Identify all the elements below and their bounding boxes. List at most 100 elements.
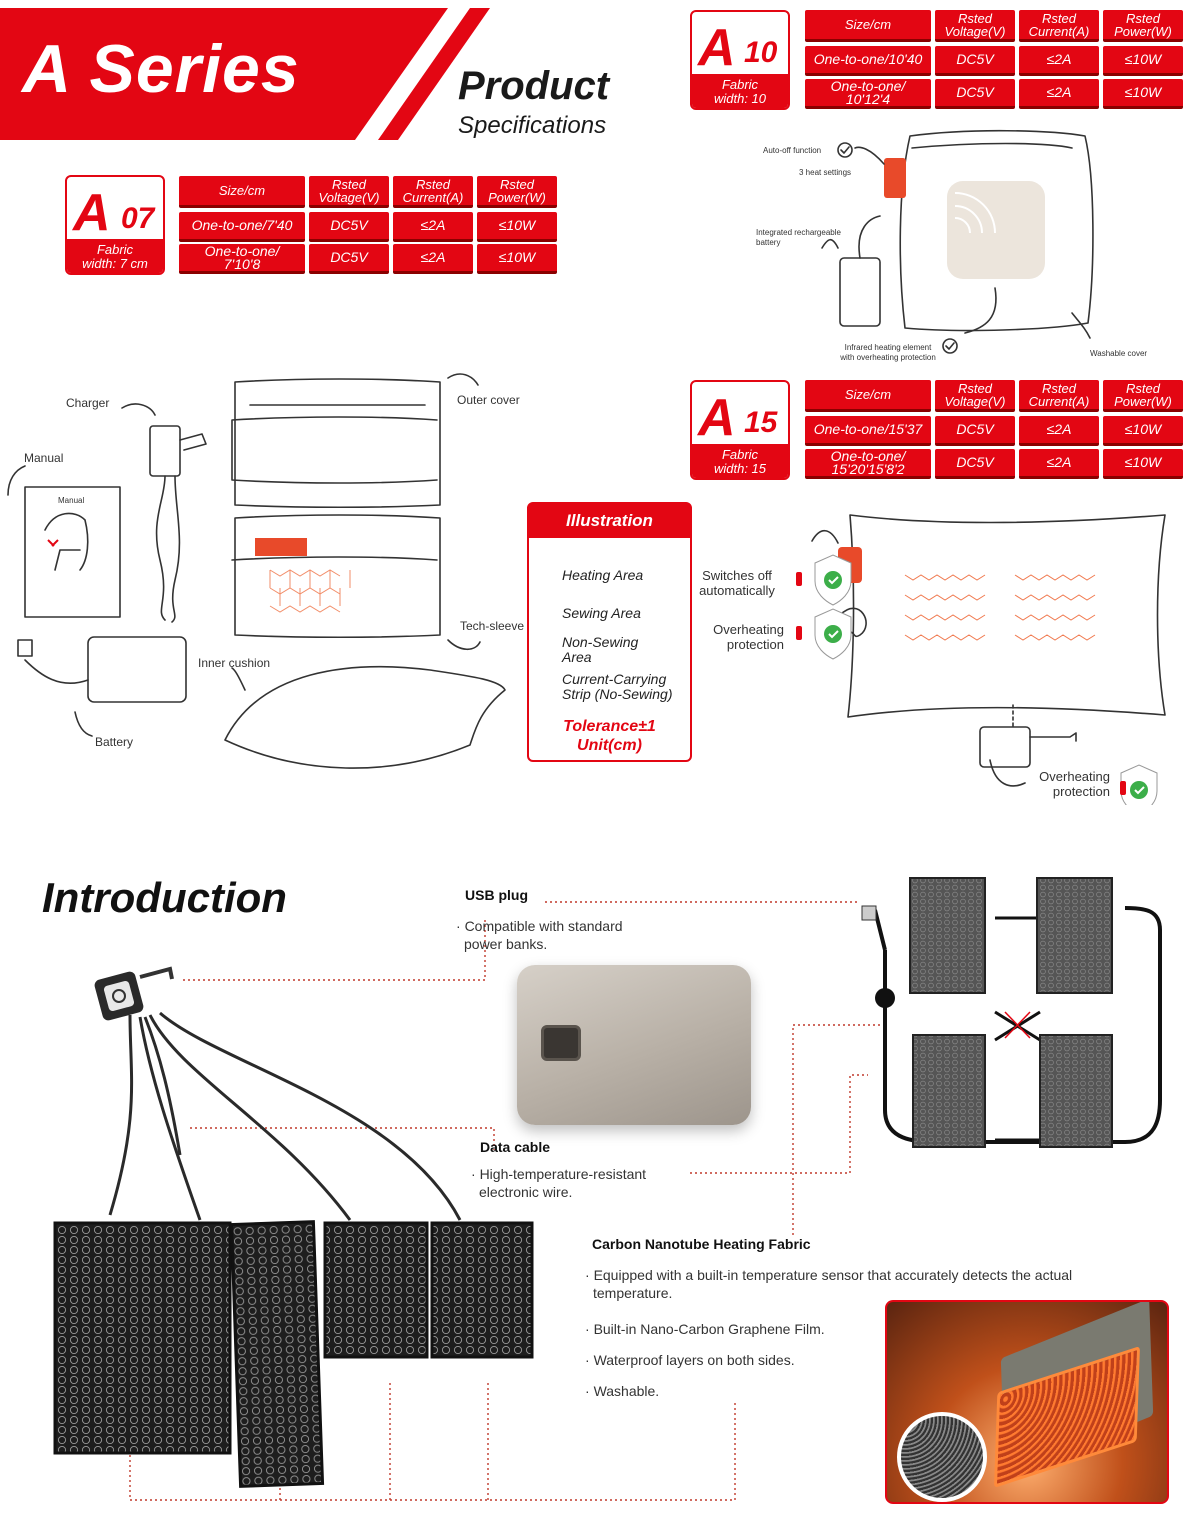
a15-row1-voltage: DC5V xyxy=(935,416,1015,446)
fabric-magnified-circle xyxy=(897,1412,987,1502)
switches-off-label: Switches off automatically xyxy=(699,568,775,598)
a10-row1-current: ≤2A xyxy=(1019,46,1099,76)
heating-pads-photo xyxy=(53,966,534,1488)
heat-settings-label: 3 heat settings xyxy=(799,168,852,177)
legend-current-strip: Current-Carrying Strip (No-Sewing) xyxy=(562,671,673,702)
a10-row2-voltage: DC5V xyxy=(935,79,1015,109)
a15-letter: A xyxy=(698,389,736,447)
data-cable-text: · High-temperature-resistant electronic … xyxy=(471,1166,647,1200)
a07-fabric-width: Fabric width: 7 cm xyxy=(67,239,163,273)
a10-letter: A xyxy=(698,19,736,77)
a10-header-current: Rsted Current(A) xyxy=(1019,10,1099,42)
legend-heating-area: Heating Area xyxy=(562,567,644,583)
tolerance-note: Tolerance±1 Unit(cm) xyxy=(563,718,656,754)
a07-header-size: Size/cm xyxy=(179,176,305,208)
a10-header-voltage: Rsted Voltage(V) xyxy=(935,10,1015,42)
a07-row1-size: One-to-one/7'40 xyxy=(179,212,305,242)
usb-plug-title: USB plug xyxy=(465,887,528,903)
legend-non-sewing-area: Non-Sewing Area xyxy=(562,634,639,665)
fabric-point-3-text: Waterproof layers on both sides. xyxy=(593,1352,795,1368)
legend-sewing-area: Sewing Area xyxy=(562,605,641,621)
fabric-point-4: · Washable. xyxy=(585,1383,660,1399)
a07-row2-current: ≤2A xyxy=(393,244,473,274)
a15-header-current: Rsted Current(A) xyxy=(1019,380,1099,412)
a07-badge: A 07 Fabric width: 7 cm xyxy=(65,175,165,275)
tech-sleeve-label: Tech-sleeve xyxy=(460,619,525,633)
a15-badge: A 15 Fabric width: 15 cm xyxy=(690,380,790,480)
illustration-title: Illustration xyxy=(529,504,690,538)
fabric-point-1: · Equipped with a built-in temperature s… xyxy=(585,1267,1073,1301)
a07-header-current: Rsted Current(A) xyxy=(393,176,473,208)
a15-number: 15 xyxy=(744,406,778,439)
a10-row2-power: ≤10W xyxy=(1103,79,1183,109)
a15-fabric-width: Fabric width: 15 cm xyxy=(692,444,788,478)
a15-row2-power: ≤10W xyxy=(1103,449,1183,479)
fabric-title: Carbon Nanotube Heating Fabric xyxy=(592,1236,811,1252)
manual-label: Manual xyxy=(24,451,64,465)
overheating-label-2: Overheating protection xyxy=(1039,769,1110,799)
a07-letter: A xyxy=(73,184,111,242)
a15-row2-size: One-to-one/ 15'20'15'8'2 xyxy=(805,449,931,479)
a10-badge: A 10 Fabric width: 10 cm xyxy=(690,10,790,110)
a15-row2-voltage: DC5V xyxy=(935,449,1015,479)
a10-number: 10 xyxy=(744,36,778,69)
a15-pillow-diagram xyxy=(796,514,1166,805)
a10-row1-size: One-to-one/10'40 xyxy=(805,46,931,76)
specifications-subtitle: Specifications xyxy=(458,112,607,139)
washable-cover-label: Washable cover xyxy=(1090,349,1148,358)
a15-header-power: Rsted Power(W) xyxy=(1103,380,1183,412)
a07-row2-size: One-to-one/ 7'10'8 xyxy=(179,244,305,274)
a07-number: 07 xyxy=(121,202,155,235)
charger-label: Charger xyxy=(66,396,110,410)
a15-row1-power: ≤10W xyxy=(1103,416,1183,446)
kit-diagram xyxy=(7,373,506,769)
usb-plug-text: · Compatible with standard power banks. xyxy=(456,918,623,952)
a10-row2-size: One-to-one/ 10'12'4 xyxy=(805,79,931,109)
a10-row2-current: ≤2A xyxy=(1019,79,1099,109)
a10-pillow-diagram xyxy=(821,129,1094,354)
a15-row1-current: ≤2A xyxy=(1019,416,1099,446)
data-cable-title: Data cable xyxy=(480,1139,551,1155)
series-title: A Series xyxy=(22,31,300,107)
a07-row1-current: ≤2A xyxy=(393,212,473,242)
a07-header-voltage: Rsted Voltage(V) xyxy=(309,176,389,208)
data-cable-desc: High-temperature-resistant electronic wi… xyxy=(479,1166,647,1200)
overheating-label-1: Overheating protection xyxy=(713,622,784,652)
fabric-closeup-photo xyxy=(885,1300,1169,1504)
fabric-point-4-text: Washable. xyxy=(593,1383,660,1399)
a10-row1-power: ≤10W xyxy=(1103,46,1183,76)
inner-cushion-label: Inner cushion xyxy=(198,656,271,670)
a10-header-size: Size/cm xyxy=(805,10,931,42)
outer-cover-label: Outer cover xyxy=(457,393,520,407)
a10-row1-voltage: DC5V xyxy=(935,46,1015,76)
a15-header-voltage: Rsted Voltage(V) xyxy=(935,380,1015,412)
a15-header-size: Size/cm xyxy=(805,380,931,412)
a15-row1-size: One-to-one/15'37 xyxy=(805,416,931,446)
a07-row1-power: ≤10W xyxy=(477,212,557,242)
fabric-point-3: · Waterproof layers on both sides. xyxy=(585,1352,795,1368)
fabric-point-2: · Built-in Nano-Carbon Graphene Film. xyxy=(585,1321,825,1337)
auto-off-label: Auto-off function xyxy=(763,146,822,155)
a07-row2-power: ≤10W xyxy=(477,244,557,274)
usb-plug-desc: Compatible with standard power banks. xyxy=(464,918,623,952)
four-pad-wiring-photo xyxy=(861,877,1162,1148)
a07-header-power: Rsted Power(W) xyxy=(477,176,557,208)
manual-cover-title: Manual xyxy=(58,496,85,505)
a07-row1-voltage: DC5V xyxy=(309,212,389,242)
fabric-point-1-text: Equipped with a built-in temperature sen… xyxy=(593,1267,1073,1301)
fabric-point-2-text: Built-in Nano-Carbon Graphene Film. xyxy=(593,1321,825,1337)
battery-integrated-label: Integrated rechargeable battery xyxy=(756,228,841,247)
illustration-legend: Illustration Heating Area Sewing Area No… xyxy=(527,502,692,762)
a07-row2-voltage: DC5V xyxy=(309,244,389,274)
infrared-label: Infrared heating element with overheatin… xyxy=(840,343,936,362)
power-bank-display xyxy=(541,1025,581,1061)
series-banner-shape xyxy=(0,8,490,140)
introduction-title: Introduction xyxy=(42,874,287,921)
a10-header-power: Rsted Power(W) xyxy=(1103,10,1183,42)
battery-label: Battery xyxy=(95,735,134,749)
leader-lines xyxy=(129,901,880,1501)
a15-row2-current: ≤2A xyxy=(1019,449,1099,479)
product-title: Product xyxy=(458,64,610,108)
power-bank-photo xyxy=(517,965,751,1125)
a10-fabric-width: Fabric width: 10 cm xyxy=(692,74,788,108)
